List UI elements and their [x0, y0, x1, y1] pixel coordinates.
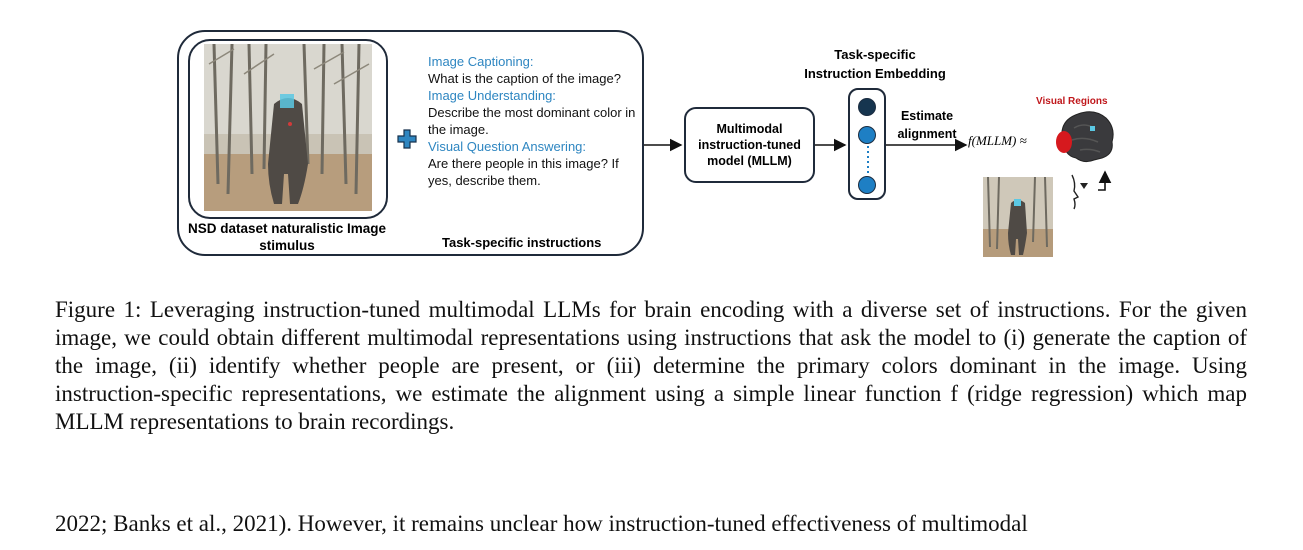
instruction-question: What is the caption of the image?	[428, 71, 621, 86]
instruction-list: Image Captioning: What is the caption of…	[428, 53, 640, 189]
arrows	[644, 138, 1112, 191]
embedding-title-line1: Task-specific	[834, 47, 916, 62]
embedding-dot	[858, 98, 876, 116]
brain-icon	[1054, 108, 1116, 166]
instruction-question: Describe the most dominant color in the …	[428, 105, 636, 137]
instruction-heading: Visual Question Answering:	[428, 139, 587, 154]
embedding-title: Task-specific Instruction Embedding	[775, 45, 975, 83]
embedding-title-line2: Instruction Embedding	[804, 66, 946, 81]
instruction-heading: Image Understanding:	[428, 88, 556, 103]
instruction-item: Visual Question Answering: Are there peo…	[428, 138, 640, 189]
body-text-partial: 2022; Banks et al., 2021). However, it r…	[55, 511, 1028, 536]
stimulus-frame	[188, 39, 388, 219]
stimulus-thumbnail	[983, 177, 1053, 257]
embedding-dot	[858, 126, 876, 144]
formula: f(MLLM) ≈	[968, 133, 1027, 148]
task-instructions-label: Task-specific instructions	[442, 235, 602, 250]
instruction-panel	[177, 30, 644, 256]
plus-icon	[396, 128, 418, 150]
instruction-item: Image Captioning: What is the caption of…	[428, 53, 640, 87]
visual-regions-label: Visual Regions	[1036, 96, 1108, 107]
figure-caption: Figure 1: Leveraging instruction-tuned m…	[55, 297, 1247, 434]
instruction-item: Image Understanding: Describe the most d…	[428, 87, 640, 138]
embedding-dot	[858, 176, 876, 194]
instruction-heading: Image Captioning:	[428, 54, 534, 69]
mllm-label: Multimodal instruction-tuned model (MLLM…	[698, 122, 801, 168]
ellipsis-dots	[867, 146, 869, 176]
elephant-photo	[204, 44, 372, 211]
estimate-alignment-label: Estimate alignment	[897, 109, 957, 141]
instruction-question: Are there people in this image? If yes, …	[428, 156, 619, 188]
mllm-box: Multimodal instruction-tuned model (MLLM…	[684, 107, 815, 183]
face-icon	[1068, 173, 1094, 211]
stimulus-label: NSD dataset naturalistic Image stimulus	[187, 221, 387, 253]
figure-diagram: NSD dataset naturalistic Image stimulus …	[177, 30, 1116, 257]
embedding-vector	[848, 88, 886, 200]
